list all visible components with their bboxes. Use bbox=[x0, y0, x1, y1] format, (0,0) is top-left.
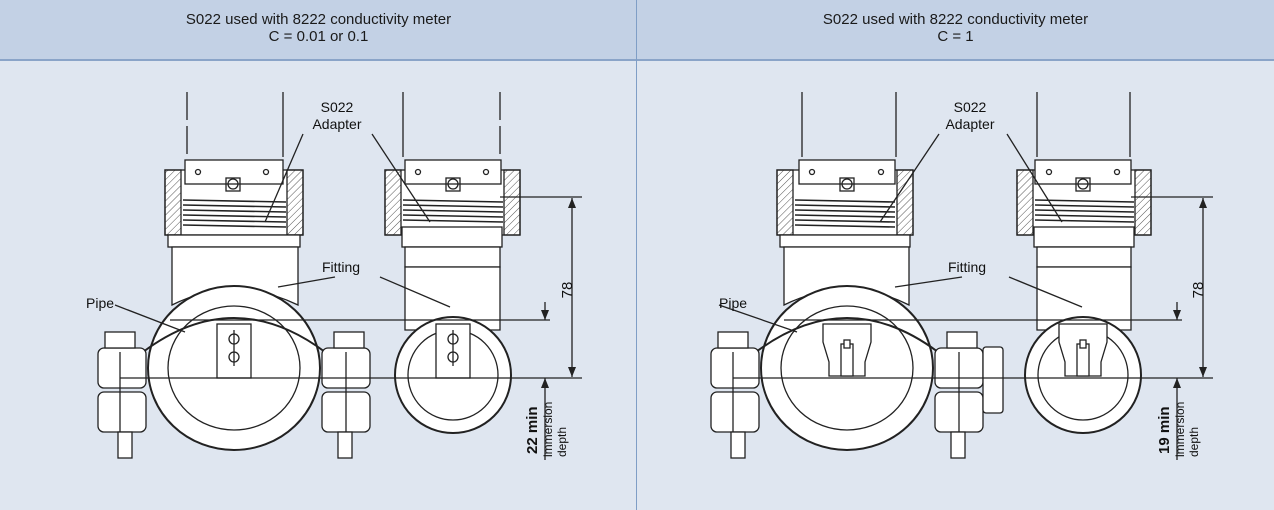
adapter-label-line2-left: Adapter bbox=[312, 116, 361, 132]
drawing-left: S022 Adapter Fitting Pipe 78 22 min imme… bbox=[86, 92, 582, 460]
pipe-label-left: Pipe bbox=[86, 295, 114, 311]
panel-right: S022 used with 8222 conductivity meter C… bbox=[637, 0, 1274, 510]
dimension-78-left: 78 bbox=[559, 282, 576, 299]
panel-right-subtitle: C = 1 bbox=[937, 28, 974, 45]
min-depth-left: 22 min bbox=[524, 406, 541, 454]
immersion-label-left: immersion bbox=[541, 402, 555, 457]
fitting-label-left: Fitting bbox=[322, 259, 360, 275]
panel-left-subtitle: C = 0.01 or 0.1 bbox=[268, 28, 369, 45]
depth-label-left: depth bbox=[555, 427, 569, 457]
adapter-label-line2-right: Adapter bbox=[945, 116, 994, 132]
panel-left: S022 used with 8222 conductivity meter C… bbox=[0, 0, 637, 510]
dimension-78-right: 78 bbox=[1190, 282, 1207, 299]
panel-right-title: S022 used with 8222 conductivity meter bbox=[822, 11, 1089, 28]
adapter-label-line1-left: S022 bbox=[321, 99, 354, 115]
adapter-label-line1-right: S022 bbox=[954, 99, 987, 115]
min-depth-right: 19 min bbox=[1156, 406, 1173, 454]
pipe-label-right: Pipe bbox=[719, 295, 747, 311]
panel-left-title: S022 used with 8222 conductivity meter bbox=[185, 11, 452, 28]
panel-right-header: S022 used with 8222 conductivity meter C… bbox=[637, 0, 1274, 61]
drawing-right: S022 Adapter Fitting Pipe 78 19 min imme… bbox=[710, 92, 1213, 460]
panel-left-header: S022 used with 8222 conductivity meter C… bbox=[0, 0, 637, 61]
depth-label-right: depth bbox=[1187, 427, 1201, 457]
fitting-label-right: Fitting bbox=[948, 259, 986, 275]
immersion-label-right: immersion bbox=[1173, 402, 1187, 457]
